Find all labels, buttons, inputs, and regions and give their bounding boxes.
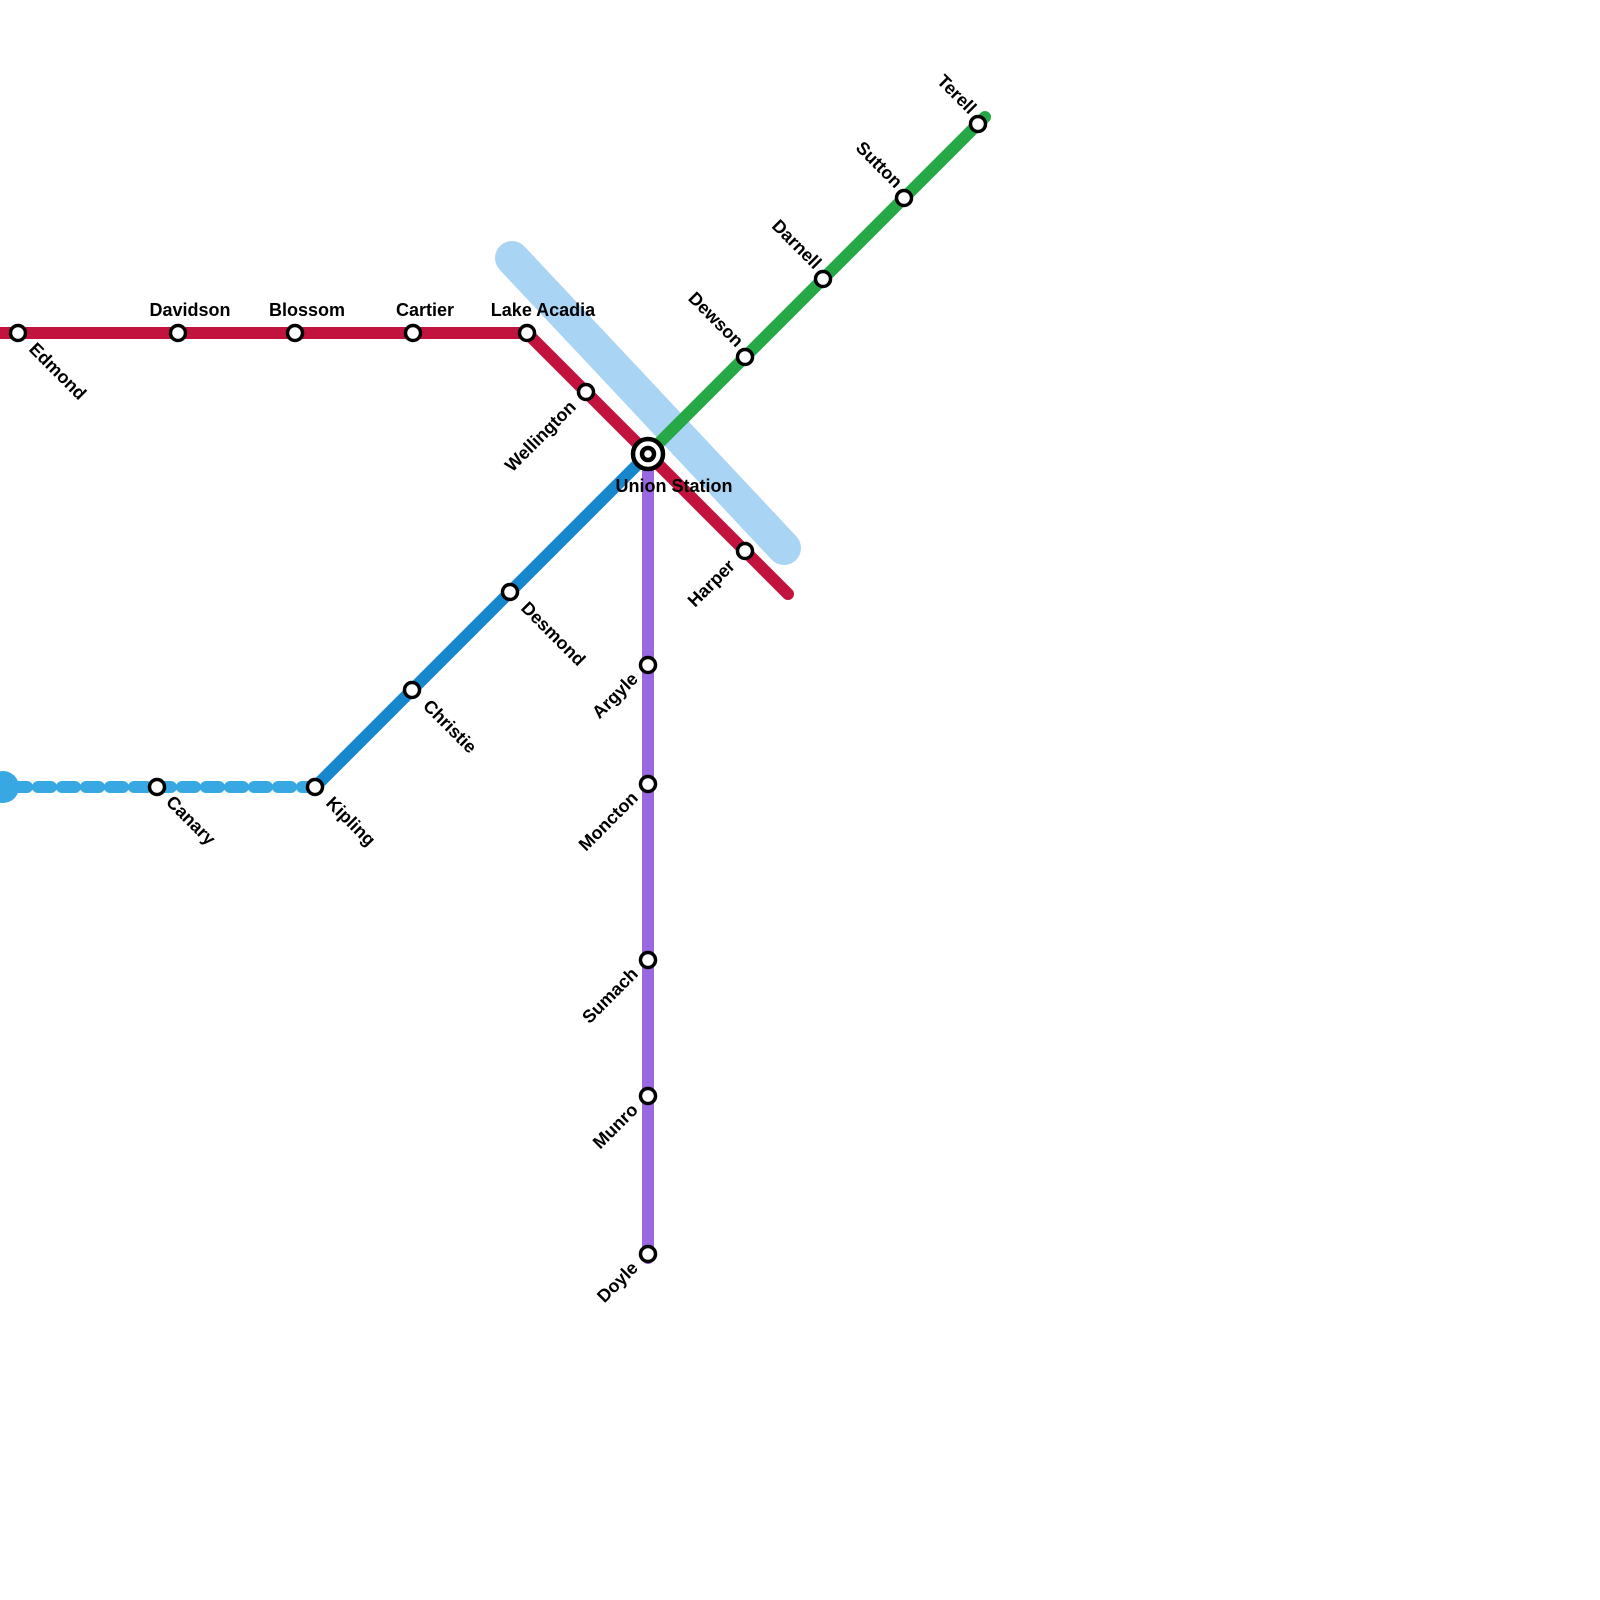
station-label-darnell: Darnell (768, 216, 825, 273)
station-marker-terell[interactable] (968, 114, 988, 134)
station-marker-wellington[interactable] (576, 382, 596, 402)
station-label-harper: Harper (684, 556, 739, 611)
station-marker-sutton[interactable] (894, 188, 914, 208)
station-label-davidson: Davidson (149, 300, 230, 320)
station-label-kipling: Kipling (322, 793, 379, 850)
station-label-terell: Terell (933, 71, 980, 118)
station-marker-edmond[interactable] (8, 323, 28, 343)
station-label-moncton: Moncton (575, 788, 642, 855)
station-label-lake-acadia: Lake Acadia (491, 300, 596, 320)
station-label-sutton: Sutton (852, 137, 906, 191)
station-label-dewson: Dewson (684, 288, 747, 351)
station-marker-christie[interactable] (402, 680, 422, 700)
station-label-union-station: Union Station (616, 476, 733, 496)
dashed-line-terminus-cap (0, 771, 19, 803)
station-label-wellington: Wellington (501, 397, 580, 476)
river-band (495, 241, 801, 565)
station-marker-moncton[interactable] (638, 774, 658, 794)
station-marker-munro[interactable] (638, 1086, 658, 1106)
station-marker-sumach[interactable] (638, 950, 658, 970)
station-label-canary: Canary (162, 792, 219, 849)
station-marker-desmond[interactable] (500, 582, 520, 602)
station-marker-kipling[interactable] (305, 777, 325, 797)
station-label-desmond: Desmond (517, 598, 589, 670)
station-marker-doyle[interactable] (638, 1244, 658, 1264)
station-marker-cartier[interactable] (403, 323, 423, 343)
transit-line-crimson (0, 327, 794, 600)
station-marker-dewson[interactable] (735, 347, 755, 367)
transit-line-blue (309, 448, 654, 793)
station-marker-lake-acadia[interactable] (517, 323, 537, 343)
station-marker-canary[interactable] (147, 777, 167, 797)
station-marker-darnell[interactable] (813, 269, 833, 289)
interchange-marker-inner-union-station (639, 445, 657, 463)
station-marker-harper[interactable] (735, 541, 755, 561)
station-label-munro: Munro (589, 1100, 642, 1153)
station-label-blossom: Blossom (269, 300, 345, 320)
station-label-sumach: Sumach (578, 964, 642, 1028)
station-marker-argyle[interactable] (638, 655, 658, 675)
station-label-cartier: Cartier (396, 300, 454, 320)
station-label-christie: Christie (419, 696, 481, 758)
station-label-edmond: Edmond (25, 339, 90, 404)
station-marker-blossom[interactable] (285, 323, 305, 343)
station-marker-davidson[interactable] (168, 323, 188, 343)
station-label-doyle: Doyle (593, 1258, 642, 1307)
station-label-argyle: Argyle (588, 669, 642, 723)
